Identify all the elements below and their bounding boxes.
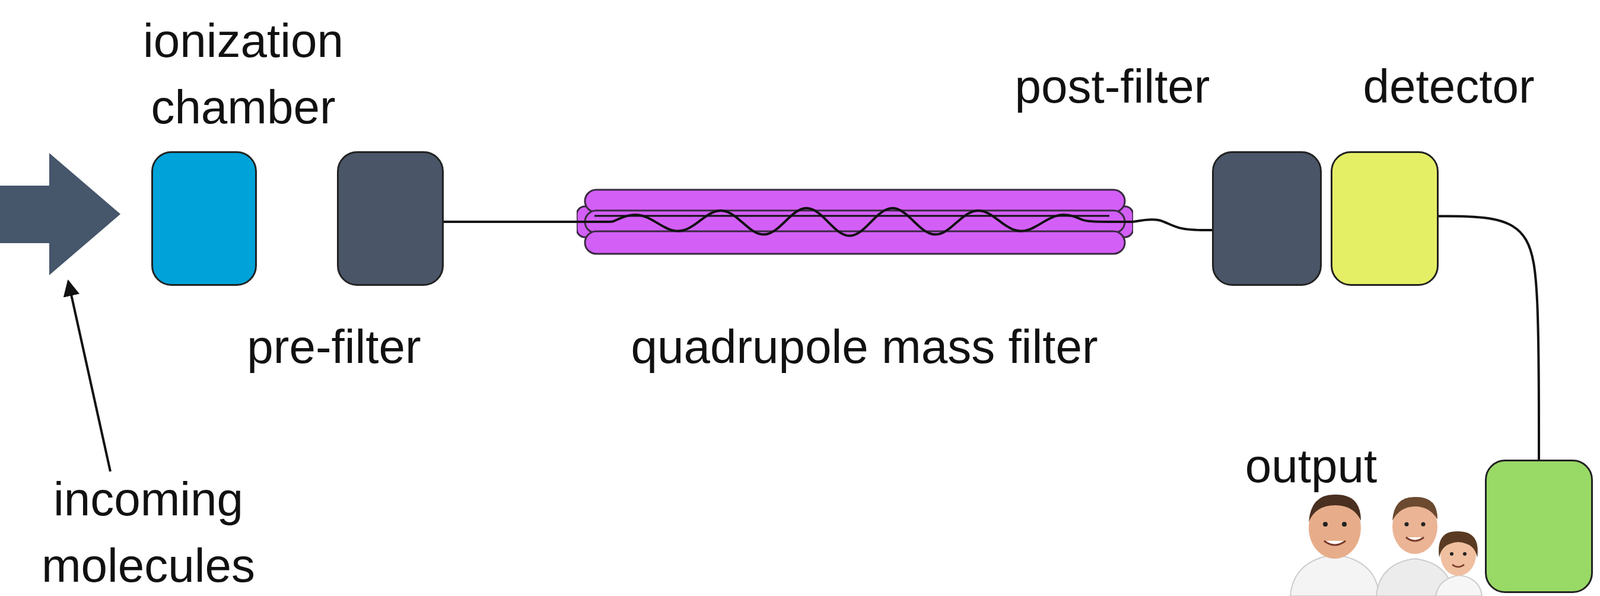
shirt [1435, 575, 1482, 596]
people-photo [1290, 494, 1482, 596]
shirt [1290, 554, 1380, 596]
connector-line [1438, 216, 1539, 461]
eye [1462, 552, 1467, 556]
detector-box: detector [1330, 151, 1439, 286]
eye [1341, 522, 1347, 527]
smile [1406, 537, 1424, 542]
part-label: post-filter [987, 53, 1237, 120]
quadrupole-rod [584, 189, 1125, 213]
eye [1421, 522, 1426, 527]
hair [1308, 494, 1361, 523]
smile [1452, 564, 1465, 568]
hair [1392, 497, 1438, 521]
smile [1324, 541, 1346, 546]
ionization-chamber-box: ionization chamber [151, 151, 257, 286]
part-label: ionization chamber [112, 7, 374, 141]
ion-trajectory [576, 208, 1134, 236]
part-label: detector [1324, 53, 1574, 120]
connector-line [443, 220, 577, 224]
post-filter-box: post-filter [1212, 151, 1322, 286]
eye [1449, 552, 1454, 556]
annotation-label: incoming molecules [11, 466, 285, 596]
eye [1404, 522, 1409, 527]
quadrupole-drawing [576, 188, 1134, 256]
part-label: quadrupole mass filter [538, 313, 1191, 381]
quadrupole-rods: quadrupole mass filter [576, 188, 1134, 256]
output-box: output [1484, 459, 1593, 594]
pre-filter-box: pre-filter [336, 151, 444, 286]
hair [1438, 531, 1478, 558]
part-label: output [1222, 433, 1401, 500]
part-label: pre-filter [185, 313, 483, 381]
eye [1322, 522, 1328, 527]
incoming-arrow [0, 153, 121, 276]
ion-axis [594, 215, 1110, 218]
leader-line [68, 281, 111, 472]
connector-line [1133, 219, 1213, 231]
